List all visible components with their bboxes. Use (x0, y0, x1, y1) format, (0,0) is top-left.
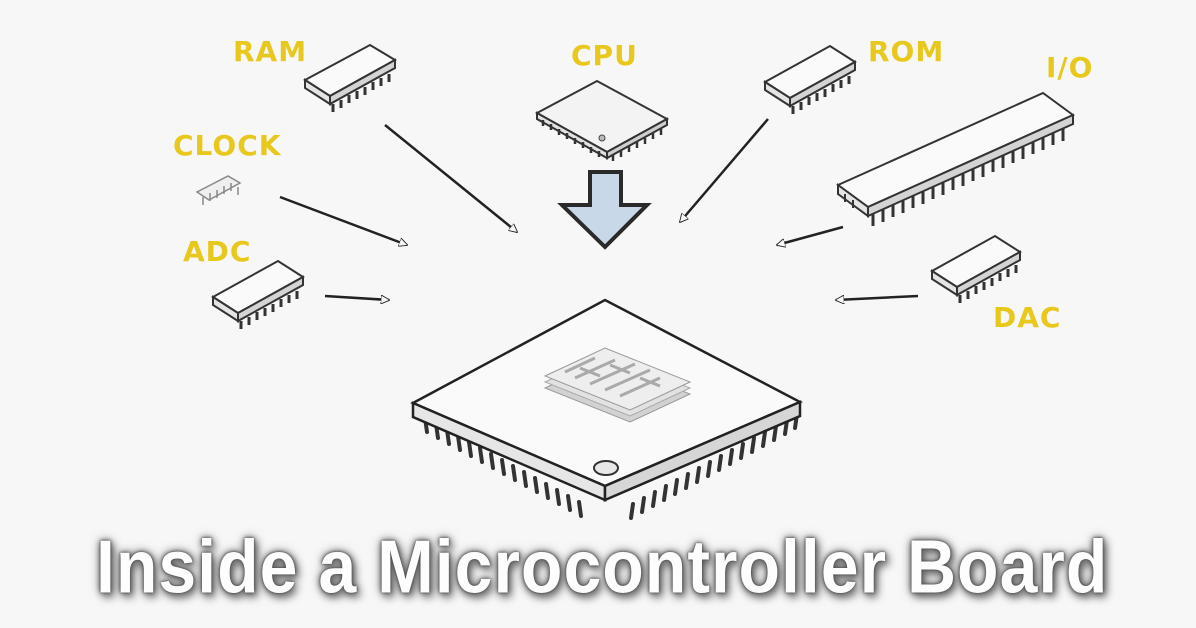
ram-arrow (384, 124, 517, 232)
clock-arrow (279, 195, 407, 245)
microcontroller-chip (410, 298, 803, 520)
io-arrow (777, 225, 844, 245)
clock-crystal (195, 175, 242, 205)
io-label: I/O (1046, 51, 1094, 84)
ram-chip (303, 43, 398, 112)
adc-chip (211, 259, 305, 329)
dac-arrow (836, 294, 919, 300)
io-chip (836, 91, 1075, 226)
rom-label: ROM (868, 35, 945, 68)
cpu-chip (534, 79, 670, 161)
diagram-title: Inside a Microcontroller Board (96, 525, 1109, 610)
cpu-down-arrow (557, 170, 652, 250)
rom-chip (763, 44, 857, 114)
dac-label: DAC (993, 301, 1062, 334)
clock-label: CLOCK (173, 129, 282, 162)
adc-arrow (324, 294, 389, 300)
adc-label: ADC (183, 235, 252, 268)
dac-chip (930, 234, 1022, 303)
cpu-label: CPU (571, 39, 638, 72)
ram-label: RAM (233, 35, 308, 68)
rom-arrow (680, 118, 769, 222)
silicon-die (543, 347, 692, 423)
